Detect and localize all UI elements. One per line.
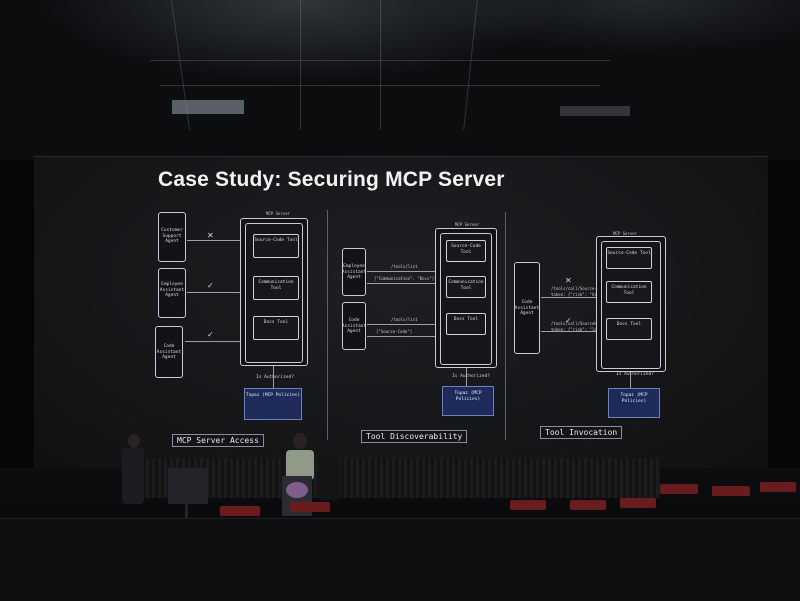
server-label: MCP Server <box>455 222 479 227</box>
denied-icon: ✕ <box>207 231 214 240</box>
ceiling-beam <box>160 85 600 86</box>
call-label: /tools/call/SourceHub <box>551 321 602 326</box>
request-arrow <box>367 271 439 272</box>
camera-tripod <box>168 468 208 504</box>
person-standing-left <box>122 448 144 504</box>
auth-question: Is Authorized? <box>616 372 654 377</box>
tool-source-code: Source-Code Tool <box>606 247 652 269</box>
ceiling-beam <box>380 0 381 130</box>
theater-seat <box>760 482 796 492</box>
theater-ceiling <box>0 0 800 160</box>
request-arrow <box>187 240 245 241</box>
response-label: ["Source-Code"] <box>376 329 412 334</box>
ceiling-light <box>172 100 244 114</box>
theater-seat <box>290 502 330 512</box>
theater-seat <box>620 498 656 508</box>
tool-docs: Docs Tool <box>606 318 652 340</box>
theater-seat <box>220 506 260 516</box>
theater-seat <box>660 484 698 494</box>
call-label: /tools/list <box>391 317 418 322</box>
auth-question: Is Authorized? <box>452 374 490 379</box>
tool-communication: Communication Tool <box>253 276 299 300</box>
slide-title: Case Study: Securing MCP Server <box>158 168 505 192</box>
tool-source-code: Source-Code Tool <box>253 234 299 258</box>
request-arrow <box>541 297 601 298</box>
allowed-icon: ✓ <box>207 330 214 339</box>
topaz-policy-box: Topaz (MCP Policies) <box>244 388 302 420</box>
theater-seat <box>510 500 546 510</box>
agent-label: Code Assistant Agent <box>514 300 540 317</box>
call-label: /tools/list <box>391 264 418 269</box>
agent-label: Code Assistant Agent <box>341 318 367 335</box>
theater-seat <box>712 486 750 496</box>
section-label-mcp-server-access: MCP Server Access <box>172 434 264 447</box>
tool-communication: Communication Tool <box>606 281 652 303</box>
tool-docs: Docs Tool <box>446 313 486 335</box>
person-head <box>128 434 140 448</box>
allowed-icon: ✓ <box>207 281 214 290</box>
request-arrow <box>185 341 245 342</box>
ceiling-beam <box>300 0 301 130</box>
event-logo-icon <box>286 482 308 498</box>
section-label-tool-discoverability: Tool Discoverability <box>361 430 467 443</box>
response-arrow <box>367 336 439 337</box>
tool-source-code: Source-Code Tool <box>446 240 486 262</box>
speaker-head <box>293 433 307 449</box>
person-standing-right <box>318 452 340 500</box>
section-label-tool-invocation: Tool Invocation <box>540 426 622 439</box>
agent-label: Customer Support Agent <box>159 228 185 245</box>
auditorium-floor <box>0 518 800 601</box>
response-label: ["Communication", "Docs"] <box>374 276 434 281</box>
server-label: MCP Server <box>266 211 290 216</box>
request-arrow <box>187 292 245 293</box>
agent-label: Employee Assistant Agent <box>341 264 367 281</box>
tool-docs: Docs Tool <box>253 316 299 340</box>
tool-communication: Communication Tool <box>446 276 486 298</box>
topaz-policy-box: Topaz (MCP Policies) <box>442 386 494 416</box>
response-arrow <box>367 283 439 284</box>
agent-label: Code Assistant Agent <box>156 344 182 361</box>
stage-curtain <box>140 458 660 498</box>
ceiling-beam <box>150 60 610 61</box>
topaz-policy-box: Topaz (MCP Policies) <box>608 388 660 418</box>
theater-seat <box>570 500 606 510</box>
panel-divider <box>505 212 506 440</box>
agent-label: Employee Assistant Agent <box>159 282 185 299</box>
request-arrow <box>367 324 439 325</box>
panel-divider <box>327 210 328 440</box>
auth-question: Is Authorized? <box>256 375 294 380</box>
denied-icon: ✕ <box>565 276 572 285</box>
ceiling-light <box>560 106 630 116</box>
